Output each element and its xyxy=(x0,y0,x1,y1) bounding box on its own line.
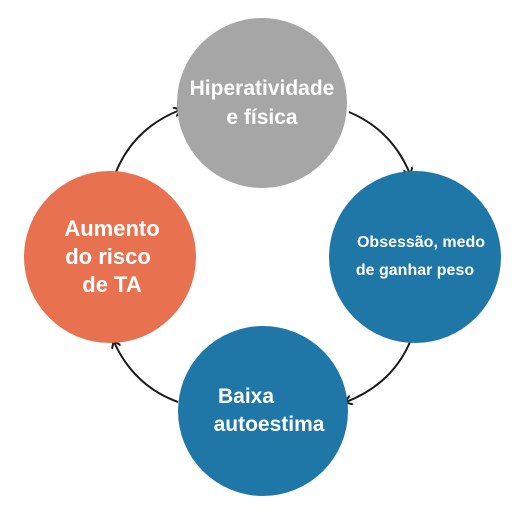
node-obsession: Obsessão, medo de ganhar peso xyxy=(329,171,501,343)
node-obsession-line-2: de ganhar peso xyxy=(355,262,475,279)
node-increased-risk-line-2: do risco xyxy=(65,244,151,269)
node-hyperactivity-line-1: Hiperatividade xyxy=(189,77,335,100)
node-low-self-esteem-line-1: Baixa xyxy=(217,385,275,408)
node-hyperactivity: Hiperatividade e física xyxy=(177,18,347,188)
arrow-left-to-top xyxy=(115,110,180,173)
arrow-top-to-right xyxy=(348,111,410,174)
node-increased-risk: Aumento do risco de TA xyxy=(24,171,196,343)
node-low-self-esteem: Baixa autoestima xyxy=(178,326,348,496)
node-obsession-line-1: Obsessão, medo xyxy=(356,234,486,251)
node-increased-risk-line-3: de TA xyxy=(82,272,142,297)
arrow-right-to-bottom xyxy=(346,341,411,402)
node-low-self-esteem-line-2: autoestima xyxy=(213,413,325,436)
node-increased-risk-line-1: Aumento xyxy=(64,216,160,241)
arrow-bottom-to-left xyxy=(114,342,179,403)
node-hyperactivity-line-2: e física xyxy=(226,106,298,129)
